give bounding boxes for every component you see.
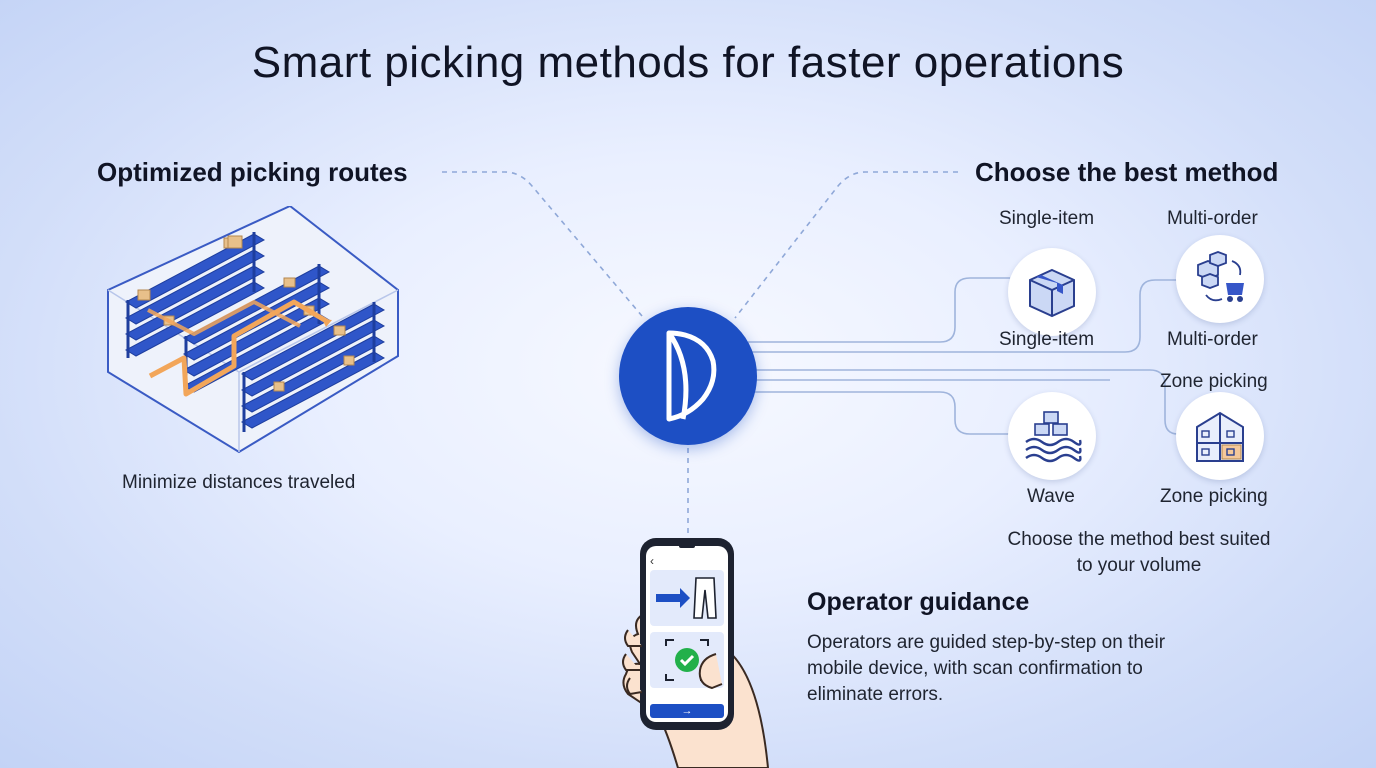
label-wave: Wave — [1027, 486, 1075, 507]
guidance-line3: eliminate errors. — [807, 684, 944, 705]
phone-illustration: ‹ → — [618, 534, 778, 768]
label-single-item: Single-item — [999, 329, 1095, 350]
top-label-zone-picking: Zone picking — [1160, 371, 1268, 392]
connector-methods — [734, 171, 958, 319]
method-single-item — [1008, 248, 1096, 336]
routes-heading: Optimized picking routes — [97, 157, 408, 187]
box-icon — [1029, 268, 1075, 318]
methods-caption-line1: Choose the method best suited — [1007, 529, 1271, 550]
methods-caption: Choose the method best suited to your vo… — [980, 527, 1298, 579]
line-wave — [750, 391, 1010, 435]
guidance-line1: Operators are guided step-by-step on the… — [807, 632, 1166, 653]
routes-caption: Minimize distances traveled — [122, 472, 356, 493]
phone-screen: ‹ → — [646, 544, 728, 722]
thumb-icon — [622, 629, 723, 696]
multi-order-cart-icon — [1197, 251, 1244, 302]
phone-back-icon[interactable]: ‹ — [650, 554, 654, 568]
line-zone — [752, 369, 1179, 435]
guidance-heading: Operator guidance — [807, 588, 1030, 616]
method-wave — [1008, 392, 1096, 480]
top-label-single-item: Single-item — [999, 208, 1095, 229]
top-label-multi-order: Multi-order — [1167, 208, 1258, 229]
methods-heading: Choose the best method — [975, 157, 1279, 187]
phone-step-card — [650, 570, 724, 626]
guidance-line2: mobile device, with scan confirmation to — [807, 658, 1143, 679]
brand-logo — [619, 307, 757, 445]
phone-next-button[interactable]: → — [650, 704, 724, 718]
line-single-item — [748, 277, 1010, 343]
page-title: Smart picking methods for faster operati… — [251, 38, 1125, 87]
guidance-text: Operators are guided step-by-step on the… — [807, 630, 1247, 708]
logo-icon — [666, 330, 717, 422]
phone-device: ‹ → — [640, 538, 734, 730]
label-zone-picking: Zone picking — [1160, 486, 1268, 507]
connector-routes — [442, 171, 643, 317]
method-multi-order — [1176, 235, 1264, 323]
arrow-pants-icon — [656, 577, 717, 619]
wave-boxes-icon — [1025, 411, 1082, 463]
warehouse-racks-route-icon — [104, 204, 402, 456]
methods-caption-line2: to your volume — [1076, 555, 1202, 576]
method-zone-picking — [1176, 392, 1264, 480]
line-multi-order — [752, 279, 1178, 353]
zone-grid-icon — [1196, 411, 1244, 462]
label-multi-order: Multi-order — [1167, 329, 1258, 350]
